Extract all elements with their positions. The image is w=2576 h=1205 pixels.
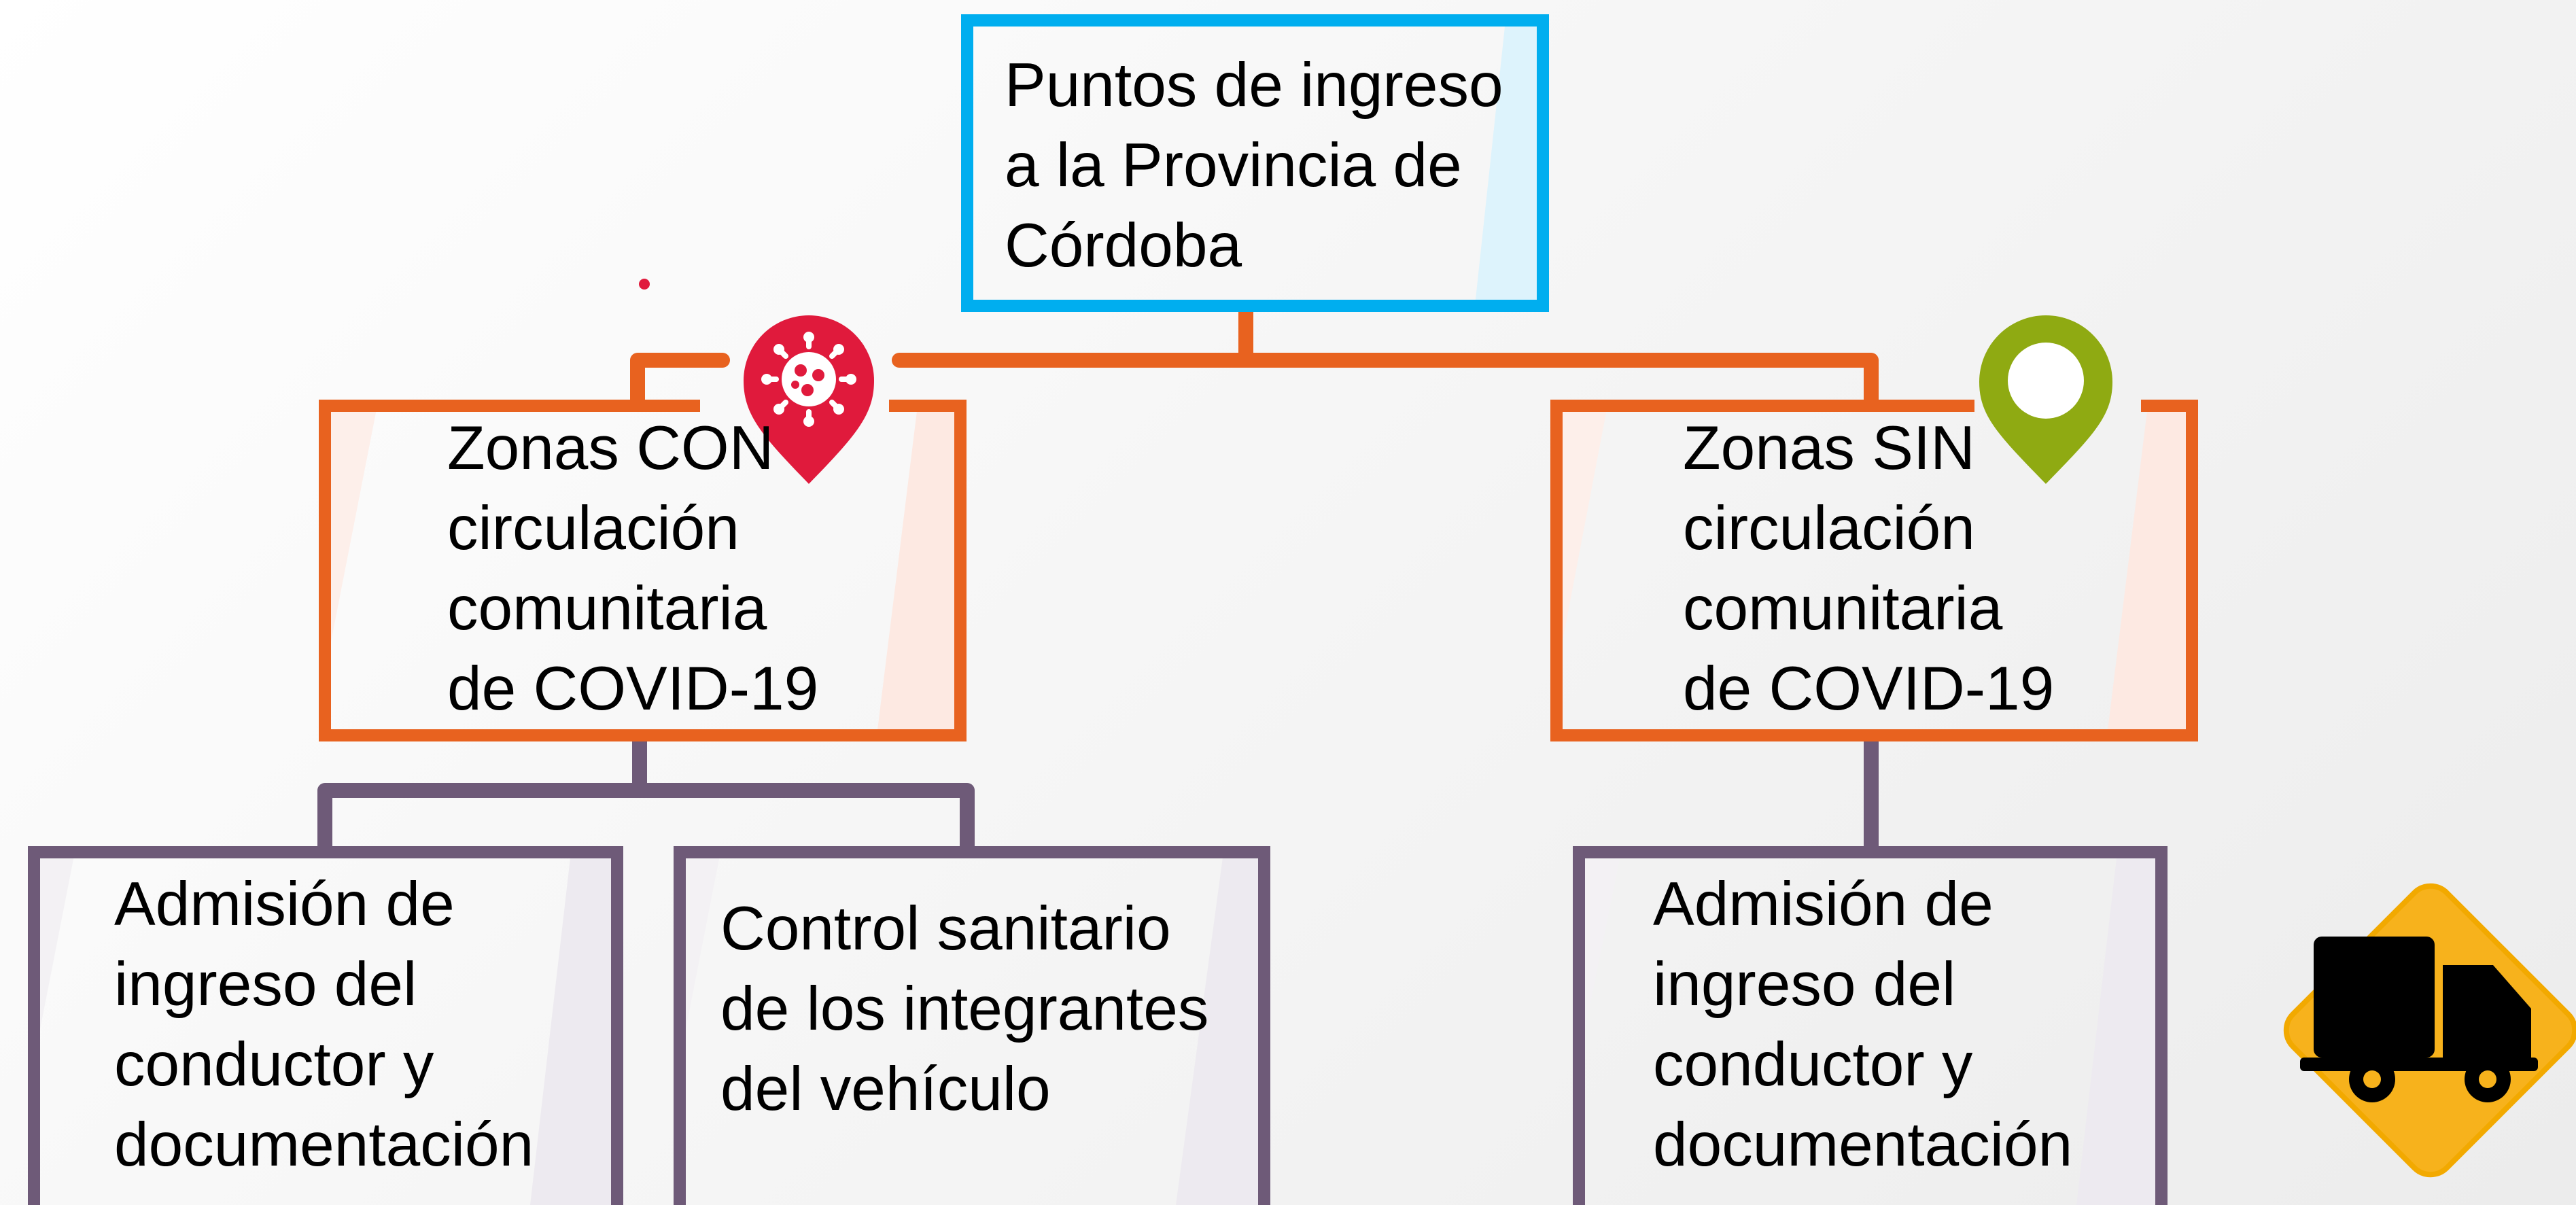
leaf-node-admision-sin	[1573, 846, 2168, 1205]
root-node-label: Puntos de ingreso a la Provincia de Córd…	[1005, 51, 1503, 280]
leaf-node-admision-con-label: Admisión de ingreso del conductor y docu…	[114, 870, 534, 1179]
truck-warning-sign-icon	[2283, 883, 2576, 1178]
branch-node-sin-gloss-left	[1556, 406, 1607, 673]
root-node	[961, 14, 1549, 312]
branch-node-con-gloss-left	[325, 406, 377, 673]
leaf-node-control-gloss	[1176, 852, 1264, 1205]
leaf-node-admision-con-gloss-left	[34, 852, 75, 1060]
truck-glyph	[2300, 937, 2538, 1102]
virus-dots	[791, 364, 824, 396]
truck-wheel-hubs	[2363, 1070, 2496, 1088]
branch-node-sin-gloss	[2107, 406, 2192, 735]
leaf-node-control-frame	[674, 846, 1270, 1205]
connector-bus-left	[630, 353, 730, 408]
leaf-node-admision-sin-gloss	[2076, 852, 2161, 1205]
virus-map-pin-icon	[744, 315, 874, 484]
root-node-gloss	[1475, 20, 1543, 306]
leaf-node-admision-con-gloss	[530, 852, 617, 1205]
virus-core	[782, 352, 836, 406]
leaf-node-admision-sin-gloss-left	[1579, 852, 1621, 1060]
connector-left-bus	[317, 783, 975, 854]
leaf-node-admision-con	[28, 846, 623, 1205]
map-pin-hole	[2008, 343, 2084, 419]
leaf-node-control	[674, 846, 1270, 1205]
leaf-node-admision-sin-label: Admisión de ingreso del conductor y docu…	[1653, 870, 2073, 1179]
map-pin-icon	[1979, 315, 2112, 484]
branch-node-con-frame	[319, 400, 967, 741]
branch-node-sin-label: Zonas SIN circulación comunitaria de COV…	[1683, 414, 2055, 723]
branch-node-sin-frame	[1550, 400, 2198, 741]
connector-bus-right	[892, 353, 1879, 407]
branch-node-con-gloss	[877, 406, 960, 735]
branch-node-con	[319, 400, 967, 741]
root-node-frame	[961, 14, 1549, 312]
branch-node-sin	[1550, 400, 2198, 741]
leaf-node-control-label: Control sanitario de los integrantes del…	[720, 894, 1209, 1123]
leaf-node-control-gloss-left	[680, 852, 720, 1060]
leaf-node-admision-sin-frame	[1573, 846, 2168, 1205]
leaf-node-admision-con-frame	[28, 846, 623, 1205]
decorative-dot	[639, 279, 650, 290]
branch-node-con-label: Zonas CON circulación comunitaria de COV…	[447, 414, 819, 723]
connectors	[317, 279, 1879, 854]
virus-spike-tips	[761, 332, 856, 427]
